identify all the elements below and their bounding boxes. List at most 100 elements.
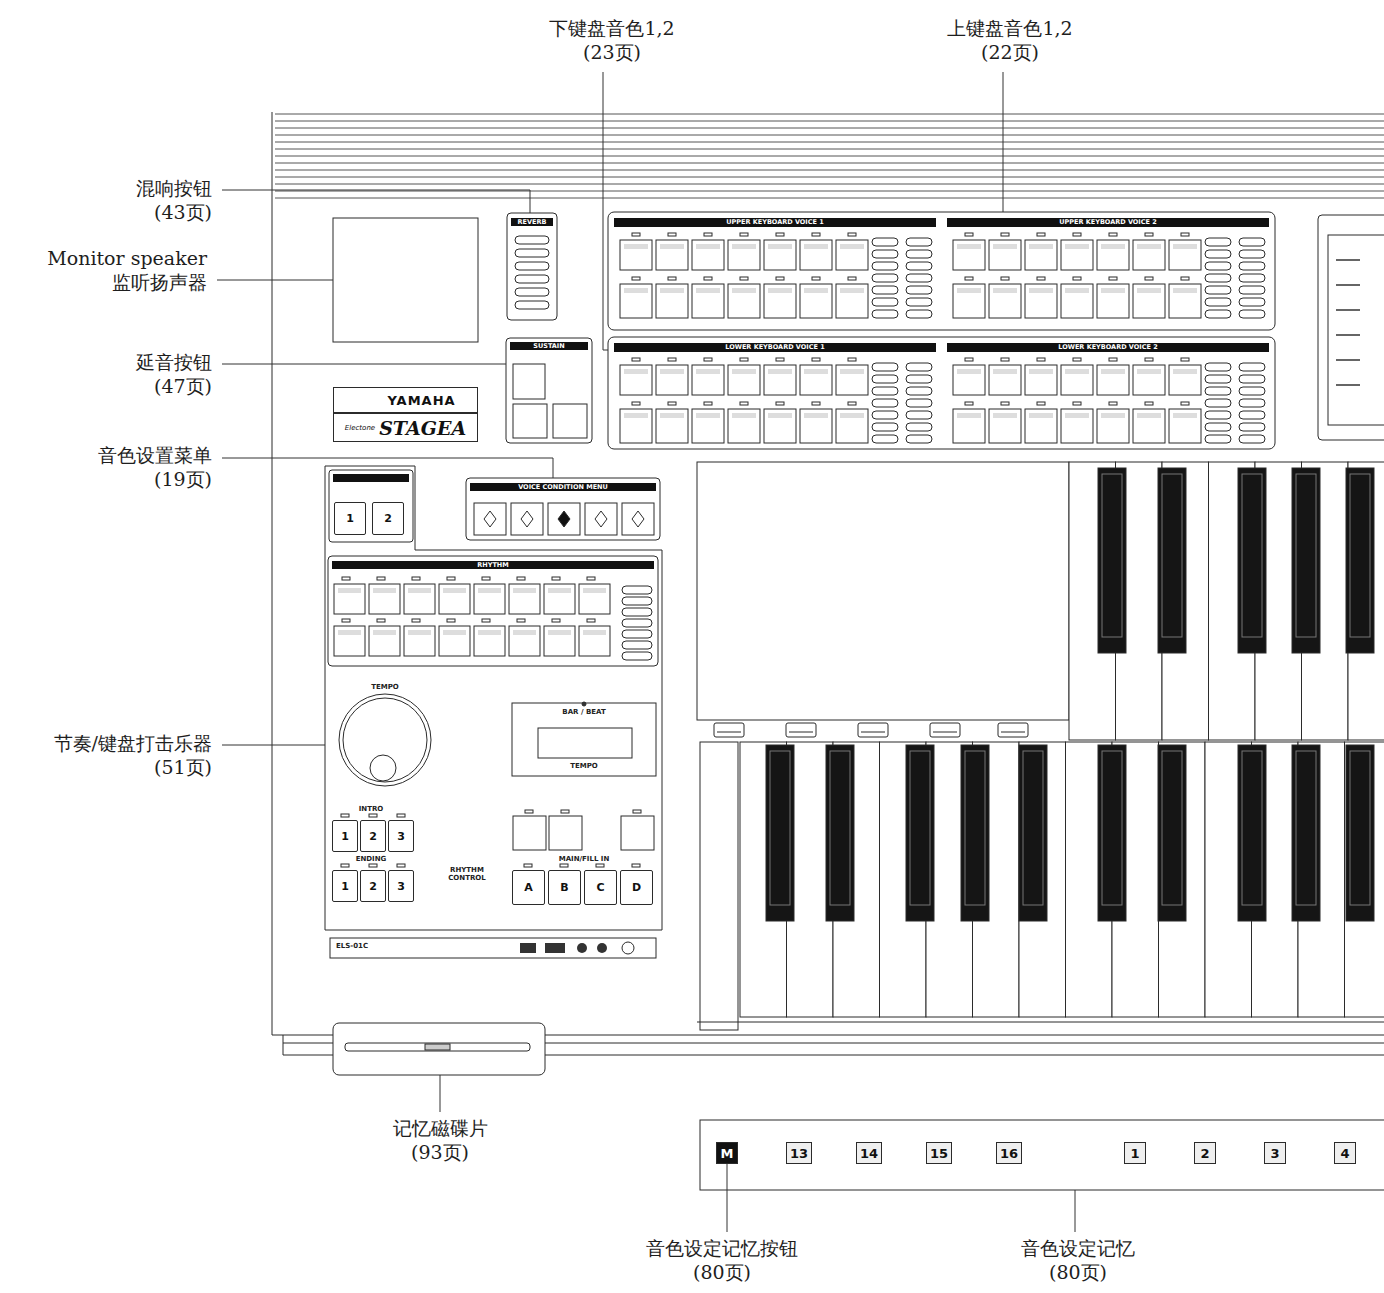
voice-button	[692, 365, 724, 395]
button-lamp	[812, 358, 820, 361]
memory-number: 1	[1124, 1142, 1146, 1164]
black-key	[1158, 745, 1186, 921]
button-face	[660, 288, 684, 293]
button-label: 3	[1270, 1146, 1279, 1161]
button-face	[1101, 369, 1125, 374]
button-lamp	[552, 577, 560, 580]
button-label: B	[560, 881, 568, 894]
level-lamp	[515, 288, 549, 296]
header-text: UPPER KEYBOARD VOICE 1	[614, 218, 936, 226]
fill-in-button: B	[548, 870, 581, 905]
button-lamp	[447, 577, 455, 580]
fill-in-button: A	[512, 870, 545, 905]
voice-button	[1169, 409, 1201, 443]
button-face	[1029, 288, 1053, 293]
header-text: SUSTAIN	[510, 342, 588, 350]
button-face	[583, 588, 606, 593]
leader-line	[222, 458, 553, 478]
button-face	[1065, 244, 1089, 249]
button-label: 2	[384, 512, 392, 525]
level-lamp	[1239, 375, 1265, 383]
logo-mark	[622, 942, 634, 954]
button-lamp	[524, 864, 532, 867]
menu-symbol	[558, 511, 570, 527]
button-label: 15	[930, 1146, 948, 1161]
top-edge-line	[275, 156, 1384, 157]
voice-button	[656, 409, 688, 443]
memory-number: 4	[1334, 1142, 1356, 1164]
level-lamp	[872, 250, 898, 258]
button-face	[993, 244, 1017, 249]
sustain-panel	[506, 338, 592, 443]
level-lamp	[872, 238, 898, 246]
menu-symbol	[521, 511, 533, 527]
level-lamp	[1239, 411, 1265, 419]
level-lamp	[1205, 435, 1231, 443]
brand-name: YAMAHA	[387, 393, 455, 408]
voice-button	[1169, 284, 1201, 318]
button-face	[1101, 244, 1125, 249]
button-face	[804, 413, 828, 418]
button-face	[696, 288, 720, 293]
panel-text: ELS-01C	[336, 942, 416, 950]
black-key	[1019, 745, 1047, 921]
level-lamp	[872, 375, 898, 383]
level-lamp	[515, 275, 549, 283]
button-face	[1137, 288, 1161, 293]
button-lamp	[369, 864, 377, 867]
black-key	[961, 745, 989, 921]
level-lamp	[622, 619, 652, 627]
rhythm-button	[439, 584, 470, 614]
level-lamp	[906, 387, 932, 395]
level-lamp	[906, 262, 932, 270]
intro-button: 1	[332, 820, 358, 852]
level-lamp	[622, 597, 652, 605]
level-lamp	[872, 423, 898, 431]
button-label: 2	[1200, 1146, 1209, 1161]
series-name: Electone	[345, 424, 375, 432]
level-lamp	[906, 435, 932, 443]
level-lamp	[906, 411, 932, 419]
level-lamp	[906, 286, 932, 294]
menu-button	[474, 503, 506, 535]
black-key	[826, 745, 854, 921]
button-face	[478, 630, 501, 635]
button-lamp	[1001, 402, 1009, 405]
button-lamp	[848, 402, 856, 405]
button-face	[804, 369, 828, 374]
button-face	[1065, 369, 1089, 374]
button-lamp	[1109, 402, 1117, 405]
button-lamp	[447, 619, 455, 622]
button-face	[660, 244, 684, 249]
level-lamp	[906, 375, 932, 383]
black-key-bevel	[1102, 751, 1122, 905]
black-key	[766, 745, 794, 921]
tempo-display	[512, 703, 656, 776]
black-key-bevel	[1102, 474, 1122, 637]
level-lamp	[906, 310, 932, 318]
button-label: 1	[341, 830, 349, 843]
black-key	[1292, 468, 1320, 653]
intro-button: 3	[388, 820, 414, 852]
button-lamp	[632, 402, 640, 405]
button-lamp	[776, 277, 784, 280]
button-lamp	[341, 814, 349, 817]
voice-button	[836, 365, 868, 395]
button-lamp	[848, 358, 856, 361]
button-face	[768, 413, 792, 418]
black-key-bevel	[910, 751, 930, 905]
voice-button	[1133, 284, 1165, 318]
header-bar	[511, 218, 553, 226]
level-lamp	[515, 236, 549, 244]
level-lamp	[1239, 262, 1265, 270]
button-lamp	[740, 233, 748, 236]
voice-button	[836, 240, 868, 270]
level-lamp	[906, 238, 932, 246]
voice-button	[692, 284, 724, 318]
leader-line	[603, 72, 608, 350]
rhythm-button	[579, 626, 610, 656]
callout-label: 下键盘音色1,2 (23页)	[542, 16, 683, 64]
button-label: 3	[397, 830, 405, 843]
voice-button	[620, 240, 652, 270]
callout-label: 延音按钮 (47页)	[117, 350, 212, 398]
